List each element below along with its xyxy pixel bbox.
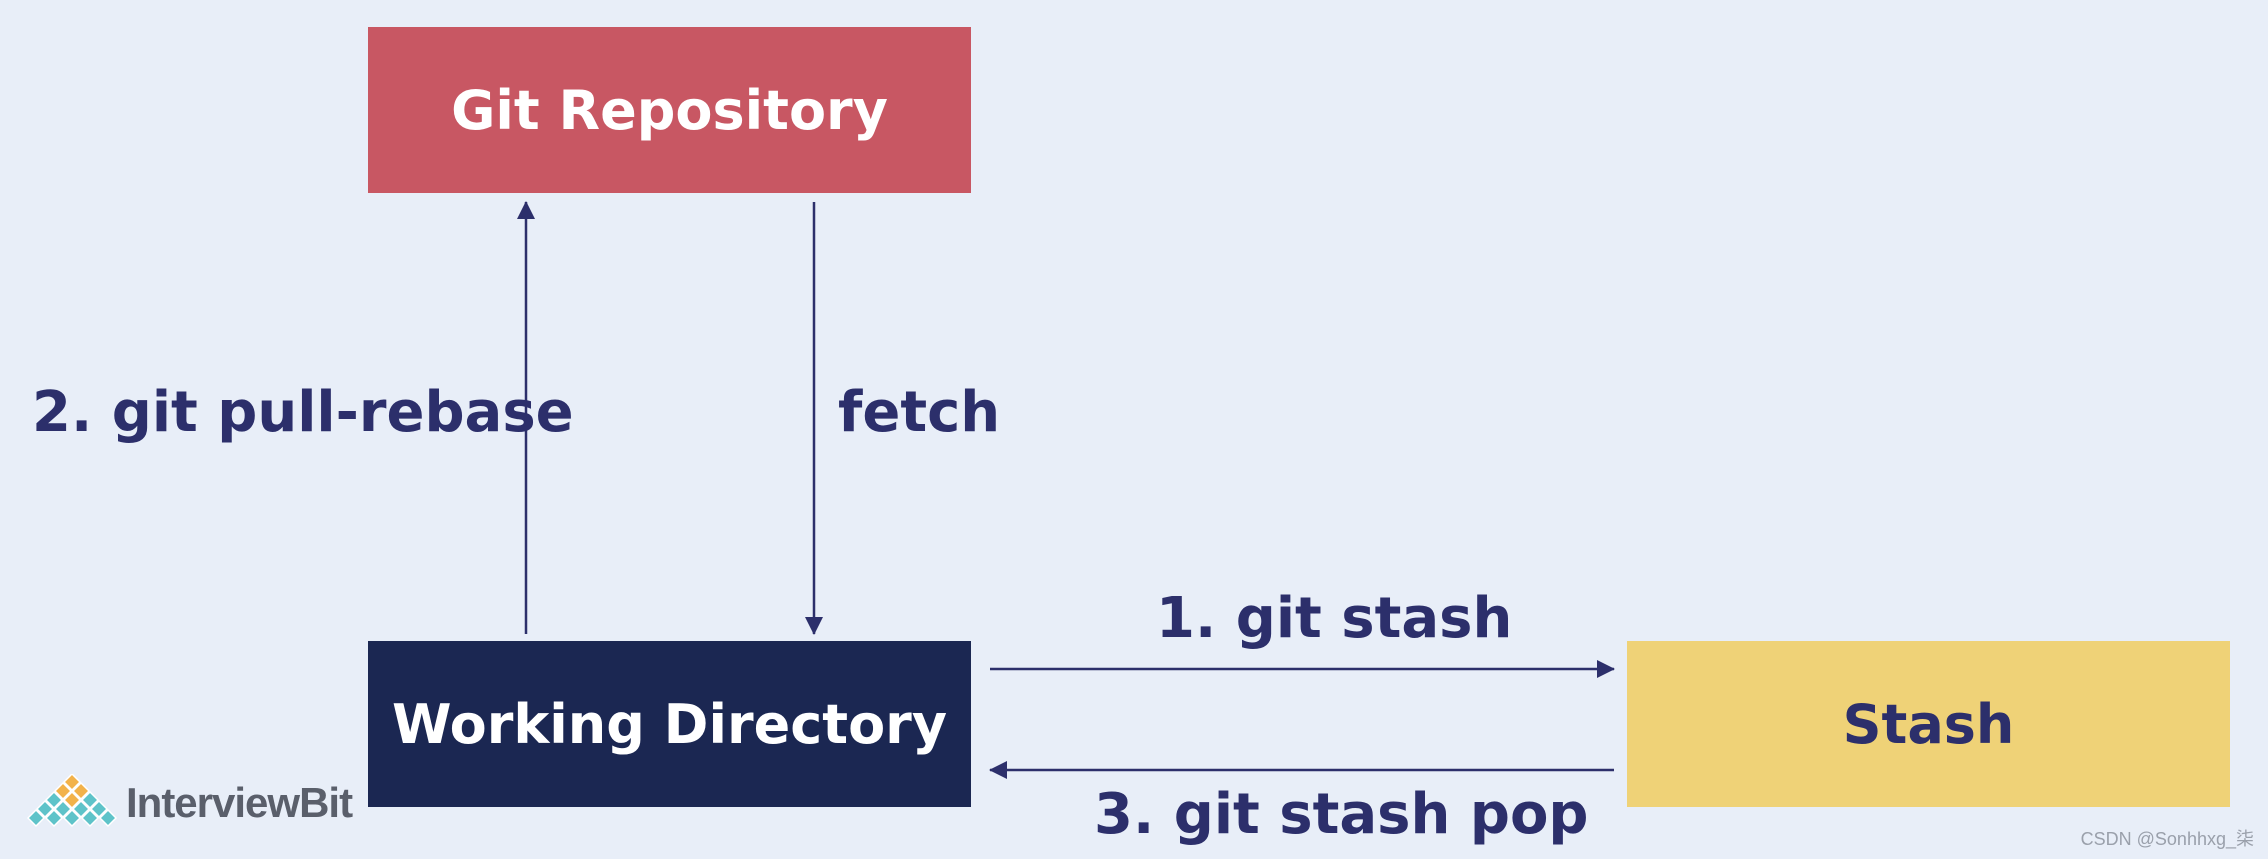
- pull-rebase-label: 2. git pull-rebase: [32, 380, 574, 445]
- working-directory-node: Working Directory: [368, 641, 971, 807]
- git-stash-label: 1. git stash: [1156, 586, 1513, 651]
- logo-text: InterviewBit: [126, 779, 353, 826]
- watermark: CSDN @Sonhhxg_柒: [2080, 829, 2254, 849]
- git-stash-pop-label: 3. git stash pop: [1094, 782, 1589, 847]
- fetch-label: fetch: [838, 380, 1001, 445]
- interviewbit-logo-icon: [26, 774, 118, 828]
- stash-node: Stash: [1627, 641, 2230, 807]
- git-repository-node: Git Repository: [368, 27, 971, 193]
- interviewbit-logo: InterviewBit: [26, 774, 353, 832]
